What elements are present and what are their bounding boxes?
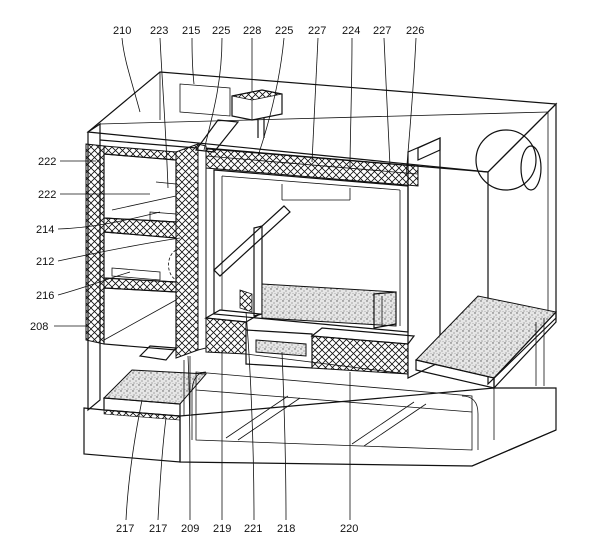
label-217-a: 217 xyxy=(116,523,134,535)
label-218: 218 xyxy=(277,523,295,535)
label-227-b: 227 xyxy=(373,25,391,37)
label-208: 208 xyxy=(30,321,48,333)
base-frame xyxy=(83,318,557,467)
label-220: 220 xyxy=(340,523,358,535)
central-partition xyxy=(175,143,207,359)
main-chamber xyxy=(213,169,409,333)
upper-compartment xyxy=(103,153,177,239)
right-shelf xyxy=(415,295,557,390)
side-vent xyxy=(475,129,542,191)
reference-labels: 210 223 215 225 228 225 227 224 227 226 … xyxy=(30,25,424,535)
label-224: 224 xyxy=(342,25,360,37)
label-225-b: 225 xyxy=(275,25,293,37)
lower-compartment xyxy=(103,287,177,351)
ceiling-insulation xyxy=(205,147,419,187)
left-insulated-wall xyxy=(85,143,177,345)
label-210: 210 xyxy=(113,25,131,37)
label-228: 228 xyxy=(243,25,261,37)
top-fan-unit xyxy=(231,89,283,138)
label-222-a: 222 xyxy=(38,156,56,168)
leader-lines xyxy=(54,37,417,521)
label-227-a: 227 xyxy=(308,25,326,37)
lower-tray xyxy=(102,345,208,421)
label-226: 226 xyxy=(406,25,424,37)
label-217-b: 217 xyxy=(149,523,167,535)
label-212: 212 xyxy=(36,256,54,268)
label-225-a: 225 xyxy=(212,25,230,37)
floor-blocks xyxy=(204,309,416,375)
middle-compartment xyxy=(103,231,177,293)
label-214: 214 xyxy=(36,224,54,236)
label-219: 219 xyxy=(213,523,231,535)
label-222-b: 222 xyxy=(38,189,56,201)
label-215: 215 xyxy=(182,25,200,37)
label-209: 209 xyxy=(181,523,199,535)
label-216: 216 xyxy=(36,290,54,302)
label-223: 223 xyxy=(150,25,168,37)
label-221: 221 xyxy=(244,523,262,535)
